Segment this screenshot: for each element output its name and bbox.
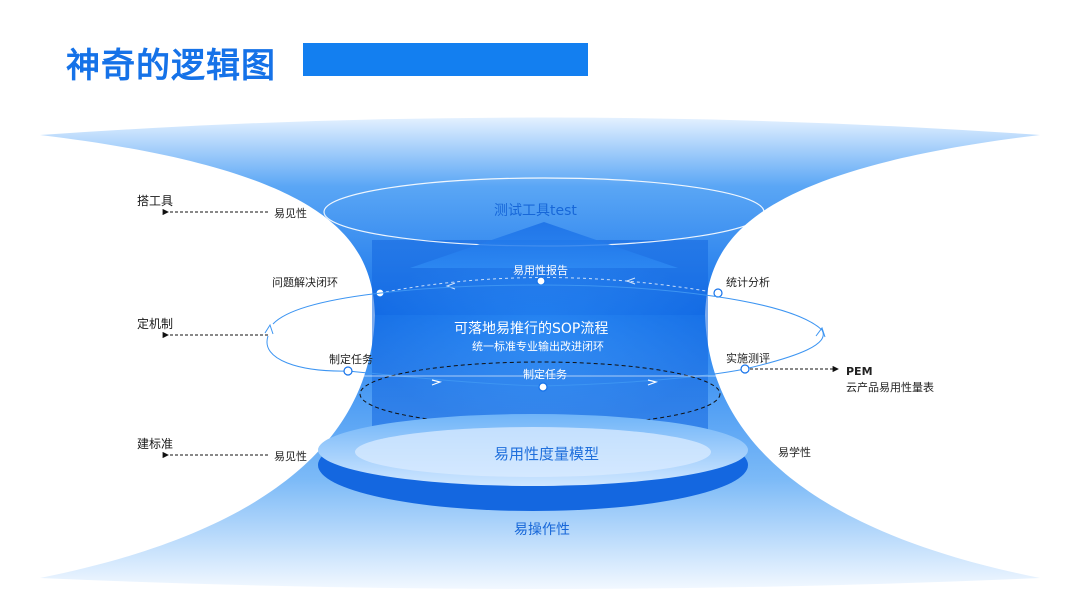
node-task-center xyxy=(538,382,548,392)
right-pem: PEM xyxy=(846,365,873,378)
node-report xyxy=(536,276,546,286)
right-learnability: 易学性 xyxy=(778,446,811,459)
title-accent-bar xyxy=(303,43,588,76)
left-visibility-top: 易见性 xyxy=(274,207,307,220)
page-title: 神奇的逻辑图 xyxy=(66,46,276,86)
left-standard: 建标准 xyxy=(137,437,174,451)
right-implement: 实施测评 xyxy=(726,352,770,365)
outer-orbit xyxy=(272,284,823,331)
right-pem-desc: 云产品易用性量表 xyxy=(846,381,934,394)
left-visibility-bottom: 易见性 xyxy=(274,450,307,463)
top-pyramid xyxy=(410,222,678,268)
left-loop: 问题解决闭环 xyxy=(272,276,338,289)
hourglass-upper xyxy=(40,117,1040,315)
node-implement xyxy=(740,364,750,374)
top-label: 测试工具test xyxy=(494,203,577,219)
left-mechanism: 定机制 xyxy=(137,317,174,331)
center-subtitle: 统一标准专业输出改进闭环 xyxy=(472,340,604,353)
left-task: 制定任务 xyxy=(329,353,373,366)
bottom-label: 易操作性 xyxy=(514,522,570,538)
task-ring xyxy=(359,361,721,427)
left-tool: 搭工具 xyxy=(137,194,174,208)
center-task-label: 制定任务 xyxy=(523,368,567,381)
center-title: 可落地易推行的SOP流程 xyxy=(454,321,609,337)
report-label: 易用性报告 xyxy=(513,264,568,277)
model-label: 易用性度量模型 xyxy=(494,445,600,463)
node-task-left xyxy=(343,366,353,376)
node-analysis xyxy=(713,288,723,298)
right-analysis: 统计分析 xyxy=(726,276,770,289)
